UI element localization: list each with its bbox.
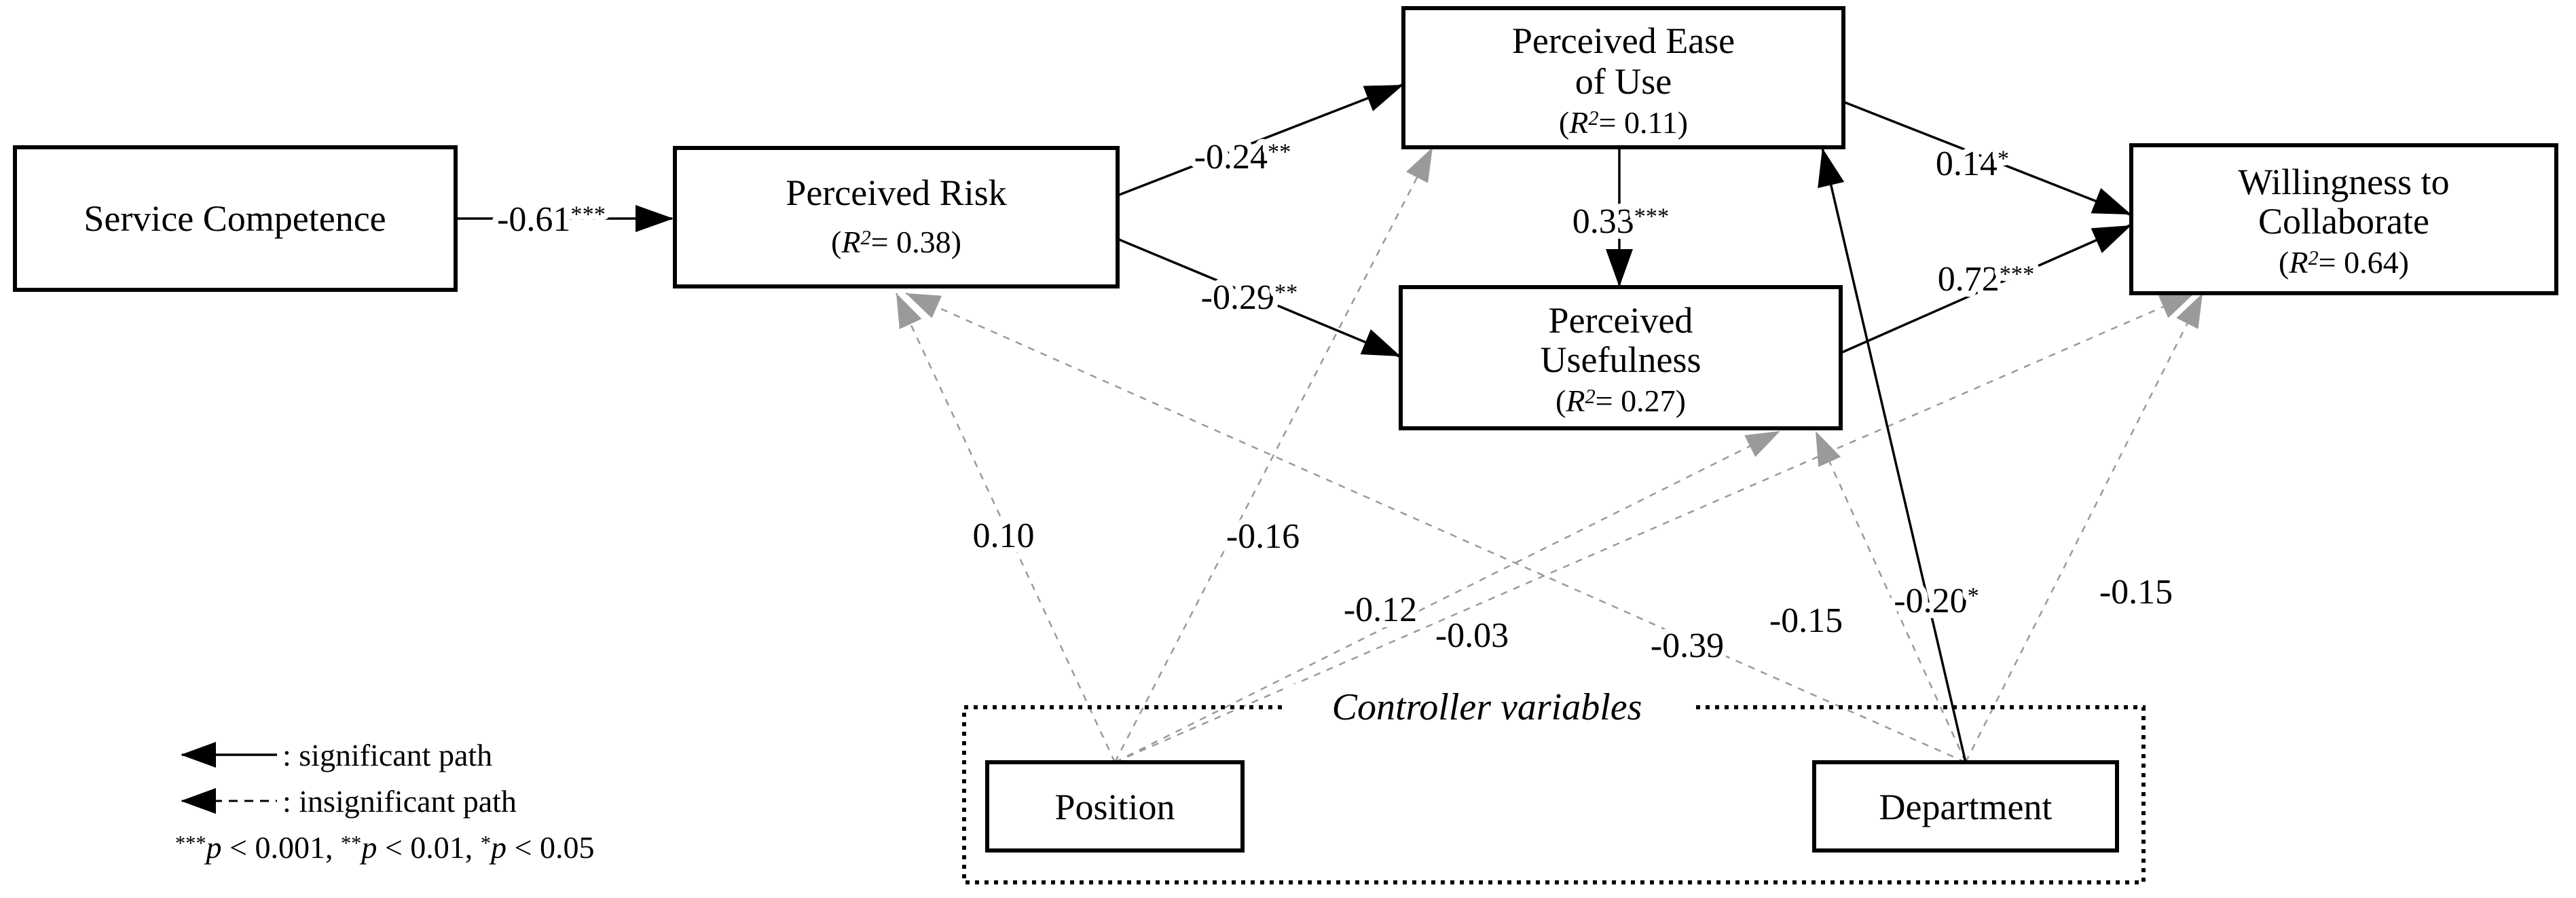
- path-perceived-risk-to-perceived-usefulness: -0.29**: [1117, 238, 1401, 358]
- path-coefficient: -0.16: [1226, 517, 1300, 556]
- node-box: [1401, 6, 1845, 149]
- path-coefficient: -0.12: [1344, 591, 1417, 629]
- node-box: [13, 145, 458, 292]
- path-position-to-perceived-usefulness: -0.12: [1114, 430, 1781, 764]
- path-line: [1821, 147, 1967, 763]
- arrowhead-icon: [2091, 225, 2131, 253]
- path-perceived-ease-of-use-to-willingness-to-collaborate: 0.14*: [1843, 100, 2131, 216]
- path-line: [1117, 83, 1403, 197]
- controller-variables-group: Controller variables: [962, 684, 2146, 884]
- node-label: Perceived: [1549, 300, 1693, 341]
- node-label: Perceived Ease: [1512, 20, 1735, 61]
- path-perceived-usefulness-to-willingness-to-collaborate: 0.72***: [1840, 224, 2131, 354]
- arrowhead-icon: [2176, 293, 2203, 329]
- arrowhead-icon: [1816, 431, 1841, 467]
- node-label: Position: [1054, 787, 1175, 827]
- arrowhead-icon: [181, 788, 216, 814]
- node-box: [1812, 760, 2119, 853]
- path-line: [1114, 147, 1434, 763]
- node-service-competence: Service Competence: [13, 145, 458, 292]
- path-line: [895, 293, 1116, 763]
- path-position-to-willingness-to-collaborate: -0.03: [1114, 292, 2195, 764]
- path-line: [1964, 293, 2204, 763]
- arrowhead-icon: [1406, 147, 1433, 183]
- path-coefficient: -0.39: [1651, 626, 1724, 665]
- legend-insignificant-label: : insignificant path: [282, 784, 517, 819]
- controller-title-mask: [1283, 684, 1691, 729]
- node-r2: (R2= 0.38): [831, 225, 961, 259]
- arrowhead-icon: [2091, 187, 2131, 214]
- path-department-to-perceived-usefulness: -0.15: [1763, 430, 1967, 763]
- node-position: Position: [985, 760, 1245, 853]
- path-line: [1117, 238, 1400, 358]
- node-label: of Use: [1575, 61, 1672, 102]
- node-box: [2129, 143, 2558, 295]
- legend: : significant path : insignificant path …: [175, 738, 594, 865]
- path-coefficient: -0.61***: [497, 200, 606, 239]
- node-label: Willingness to: [2238, 162, 2449, 202]
- path-line: [1843, 100, 2131, 216]
- node-label: Department: [1879, 787, 2053, 827]
- node-label: Service Competence: [84, 198, 386, 239]
- node-box: [1399, 285, 1843, 430]
- node-perceived-usefulness: Perceived Usefulness (R2= 0.27): [1399, 285, 1843, 430]
- path-position-to-perceived-risk: 0.10: [895, 293, 1116, 763]
- arrowhead-icon: [2158, 293, 2194, 318]
- arrowhead-icon: [896, 293, 922, 329]
- node-label: Collaborate: [2258, 201, 2429, 242]
- node-box: [673, 146, 1120, 288]
- path-coefficient: -0.15: [1769, 601, 1843, 640]
- path-line: [1814, 430, 1967, 763]
- path-line: [1840, 224, 2131, 354]
- legend-significant-row: : significant path: [181, 738, 492, 772]
- path-line: [1114, 292, 2195, 764]
- arrowhead-icon: [1818, 148, 1845, 189]
- legend-significant-label: : significant path: [282, 738, 492, 772]
- legend-insignificant-row: : insignificant path: [181, 784, 517, 819]
- arrowhead-icon: [1744, 431, 1780, 457]
- node-box: [985, 760, 1245, 853]
- path-line: [1114, 430, 1781, 764]
- node-label: Perceived Risk: [786, 172, 1006, 213]
- path-coefficient: -0.20*: [1894, 582, 1979, 620]
- node-willingness-to-collaborate: Willingness to Collaborate (R2= 0.64): [2129, 143, 2558, 295]
- path-department-to-willingness-to-collaborate: -0.15: [1964, 293, 2204, 763]
- arrowhead-icon: [636, 205, 674, 232]
- path-coefficient: -0.03: [1435, 616, 1509, 655]
- node-r2: (R2= 0.64): [2279, 245, 2409, 280]
- path-department-to-perceived-ease-of-use: -0.20*: [1818, 147, 1985, 763]
- path-coefficient: 0.10: [973, 517, 1035, 555]
- node-department: Department: [1812, 760, 2119, 853]
- arrowhead-icon: [1360, 329, 1401, 356]
- path-coefficient: 0.14*: [1936, 145, 2009, 183]
- path-coefficient: -0.24**: [1194, 138, 1291, 176]
- node-perceived-risk: Perceived Risk (R2= 0.38): [673, 146, 1120, 288]
- legend-pvalue-note: ***p < 0.001, **p < 0.01, *p < 0.05: [175, 830, 594, 865]
- path-coefficient: -0.15: [2099, 573, 2173, 612]
- arrowhead-icon: [181, 742, 216, 768]
- path-perceived-ease-of-use-to-perceived-usefulness: 0.33***: [1566, 147, 1675, 287]
- path-service-competence-to-perceived-risk: -0.61***: [456, 194, 674, 245]
- node-r2: (R2= 0.11): [1559, 105, 1688, 140]
- node-r2: (R2= 0.27): [1556, 383, 1686, 418]
- node-label: Usefulness: [1541, 339, 1701, 380]
- path-perceived-risk-to-perceived-ease-of-use: -0.24**: [1117, 83, 1403, 197]
- arrowhead-icon: [1606, 249, 1633, 287]
- path-coefficient: -0.29**: [1201, 278, 1298, 317]
- path-department-to-perceived-risk: -0.39: [905, 292, 1966, 764]
- path-coefficient: 0.33***: [1572, 202, 1669, 241]
- path-coefficient: 0.72***: [1938, 260, 2034, 299]
- node-perceived-ease-of-use: Perceived Ease of Use (R2= 0.11): [1401, 6, 1845, 149]
- arrowhead-icon: [1363, 85, 1403, 111]
- path-position-to-perceived-ease-of-use: -0.16: [1114, 147, 1434, 763]
- arrowhead-icon: [906, 293, 942, 318]
- controller-group-title: Controller variables: [1332, 686, 1642, 728]
- path-line: [905, 292, 1966, 764]
